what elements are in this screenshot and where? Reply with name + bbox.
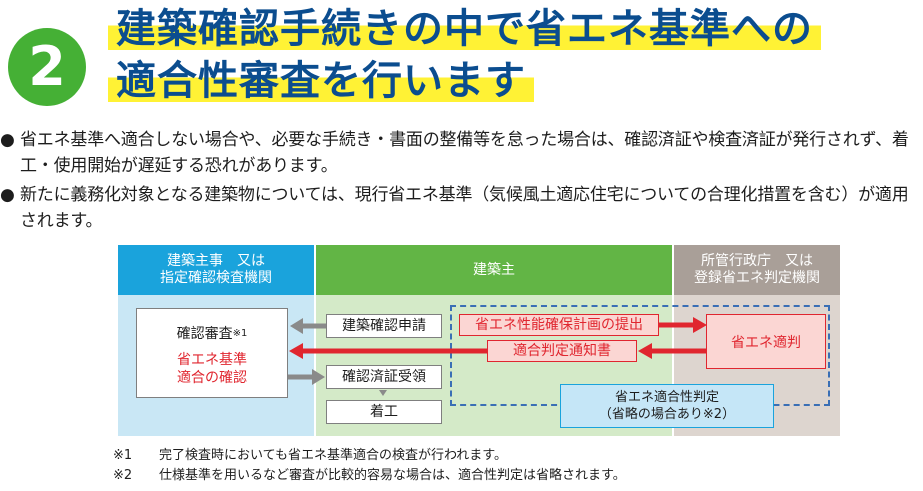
conformity-judgment-note-box: 省エネ適合性判定 （省略の場合あり※2） — [560, 384, 774, 428]
footnote-mark: ※1 — [113, 448, 133, 463]
review-title-note: ※1 — [232, 328, 248, 339]
footnote-2: ※2 仕様基準を用いるなど審査が比較的容易な場合は、適合性判定は省略されます。 — [113, 467, 626, 485]
footnote-text: 仕様基準を用いるなど審査が比較的容易な場合は、適合性判定は省略されます。 — [159, 468, 626, 483]
construction-start-box: 着工 — [326, 400, 442, 424]
title-highlight-1: 建築確認手続きの中で省エネ基準への — [108, 6, 821, 52]
page-title-line1: 建築確認手続きの中で省エネ基準への — [108, 5, 821, 53]
column-header-middle: 建築主 — [316, 245, 672, 295]
bullet-text: 省エネ基準へ適合しない場合や、必要な手続き・書面の整備等を怠った場合は、確認済証… — [20, 130, 909, 176]
footnote-text: 完了検査時においても省エネ基準適合の検査が行われます。 — [159, 448, 508, 463]
bullet-item-1: ●省エネ基準へ適合しない場合や、必要な手続き・書面の整備等を怠った場合は、確認済… — [0, 127, 923, 179]
column-header-right: 所管行政庁 又は 登録省エネ判定機関 — [674, 245, 840, 295]
conformity-notice-label: 適合判定通知書 — [487, 340, 637, 362]
bullet-item-2: ●新たに義務化対象となる建築物については、現行省エネ基準（気候風土適応住宅につい… — [0, 182, 923, 234]
plan-submission-label: 省エネ性能確保計画の提出 — [459, 314, 659, 336]
energy-standard-check-text: 省エネ基準 適合の確認 — [177, 352, 247, 386]
application-box: 建築確認申請 — [326, 314, 442, 338]
title-highlight-2: 適合性審査を行います — [108, 58, 534, 104]
certificate-received-box: 確認済証受領 — [326, 365, 442, 389]
page-title-line2: 適合性審査を行います — [108, 57, 534, 105]
confirmation-review-box: 確認審査※1 省エネ基準 適合の確認 — [136, 308, 288, 398]
bullet-marker: ● — [0, 130, 15, 150]
step-number-badge: 2 — [8, 28, 86, 106]
review-title-text: 確認審査 — [176, 326, 233, 342]
footnote-mark: ※2 — [113, 468, 133, 483]
bullet-text: 新たに義務化対象となる建築物については、現行省エネ基準（気候風土適応住宅について… — [20, 185, 909, 231]
column-header-left: 建築主事 又は 指定確認検査機関 — [118, 245, 314, 295]
energy-conformity-judgment-box: 省エネ適判 — [706, 314, 826, 369]
bullet-marker: ● — [0, 185, 15, 205]
review-title: 確認審査※1 — [137, 323, 287, 343]
footnote-1: ※1 完了検査時においても省エネ基準適合の検査が行われます。 — [113, 447, 507, 465]
